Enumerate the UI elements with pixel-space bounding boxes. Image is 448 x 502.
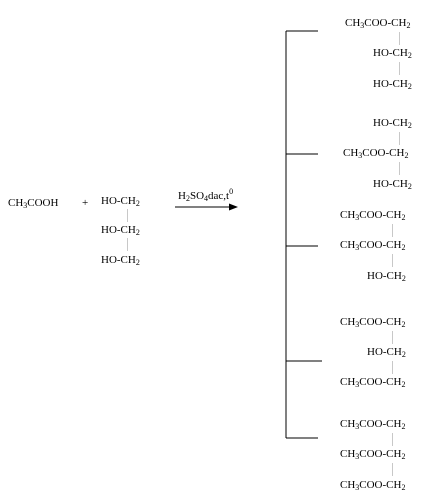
product-2-row-1: HO-CH2 [373,117,412,130]
glycerol-bond-1 [127,209,128,222]
acetic-acid-label: CH3COOH [8,197,59,210]
glycerol-row-1: HO-CH2 [101,195,140,208]
product-1-row-3: HO-CH2 [373,78,412,91]
reaction-condition: H2SO4dac,t0 [178,187,234,203]
glycerol-row-2: HO-CH2 [101,224,140,237]
product-1-row-2: HO-CH2 [373,47,412,60]
product-2-row-3: HO-CH2 [373,178,412,191]
product-3-bond-2 [392,254,393,267]
product-3-row-1: CH3COO-CH2 [340,209,406,222]
product-1-bond-1 [399,32,400,45]
glycerol-row-3: HO-CH2 [101,254,140,267]
reaction-arrow-head [229,203,238,211]
product-3-bond-1 [392,224,393,237]
product-4-bond-2 [392,361,393,374]
product-4-bond-1 [392,331,393,344]
product-1-bond-2 [399,62,400,75]
product-2-row-2: CH3COO-CH2 [343,147,409,160]
product-5-bond-2 [392,463,393,476]
product-5-row-3: CH3COO-CH2 [340,479,406,492]
product-2-bond-2 [399,162,400,175]
product-4-row-1: CH3COO-CH2 [340,316,406,329]
product-5-row-2: CH3COO-CH2 [340,448,406,461]
product-3-row-3: HO-CH2 [367,270,406,283]
product-4-row-3: CH3COO-CH2 [340,376,406,389]
product-5-bond-1 [392,433,393,446]
product-2-bond-1 [399,132,400,145]
product-1-row-1: CH3COO-CH2 [345,17,411,30]
product-4-row-2: HO-CH2 [367,346,406,359]
product-5-row-1: CH3COO-CH2 [340,418,406,431]
plus-sign: + [82,197,89,209]
glycerol-bond-2 [127,238,128,251]
product-3-row-2: CH3COO-CH2 [340,239,406,252]
